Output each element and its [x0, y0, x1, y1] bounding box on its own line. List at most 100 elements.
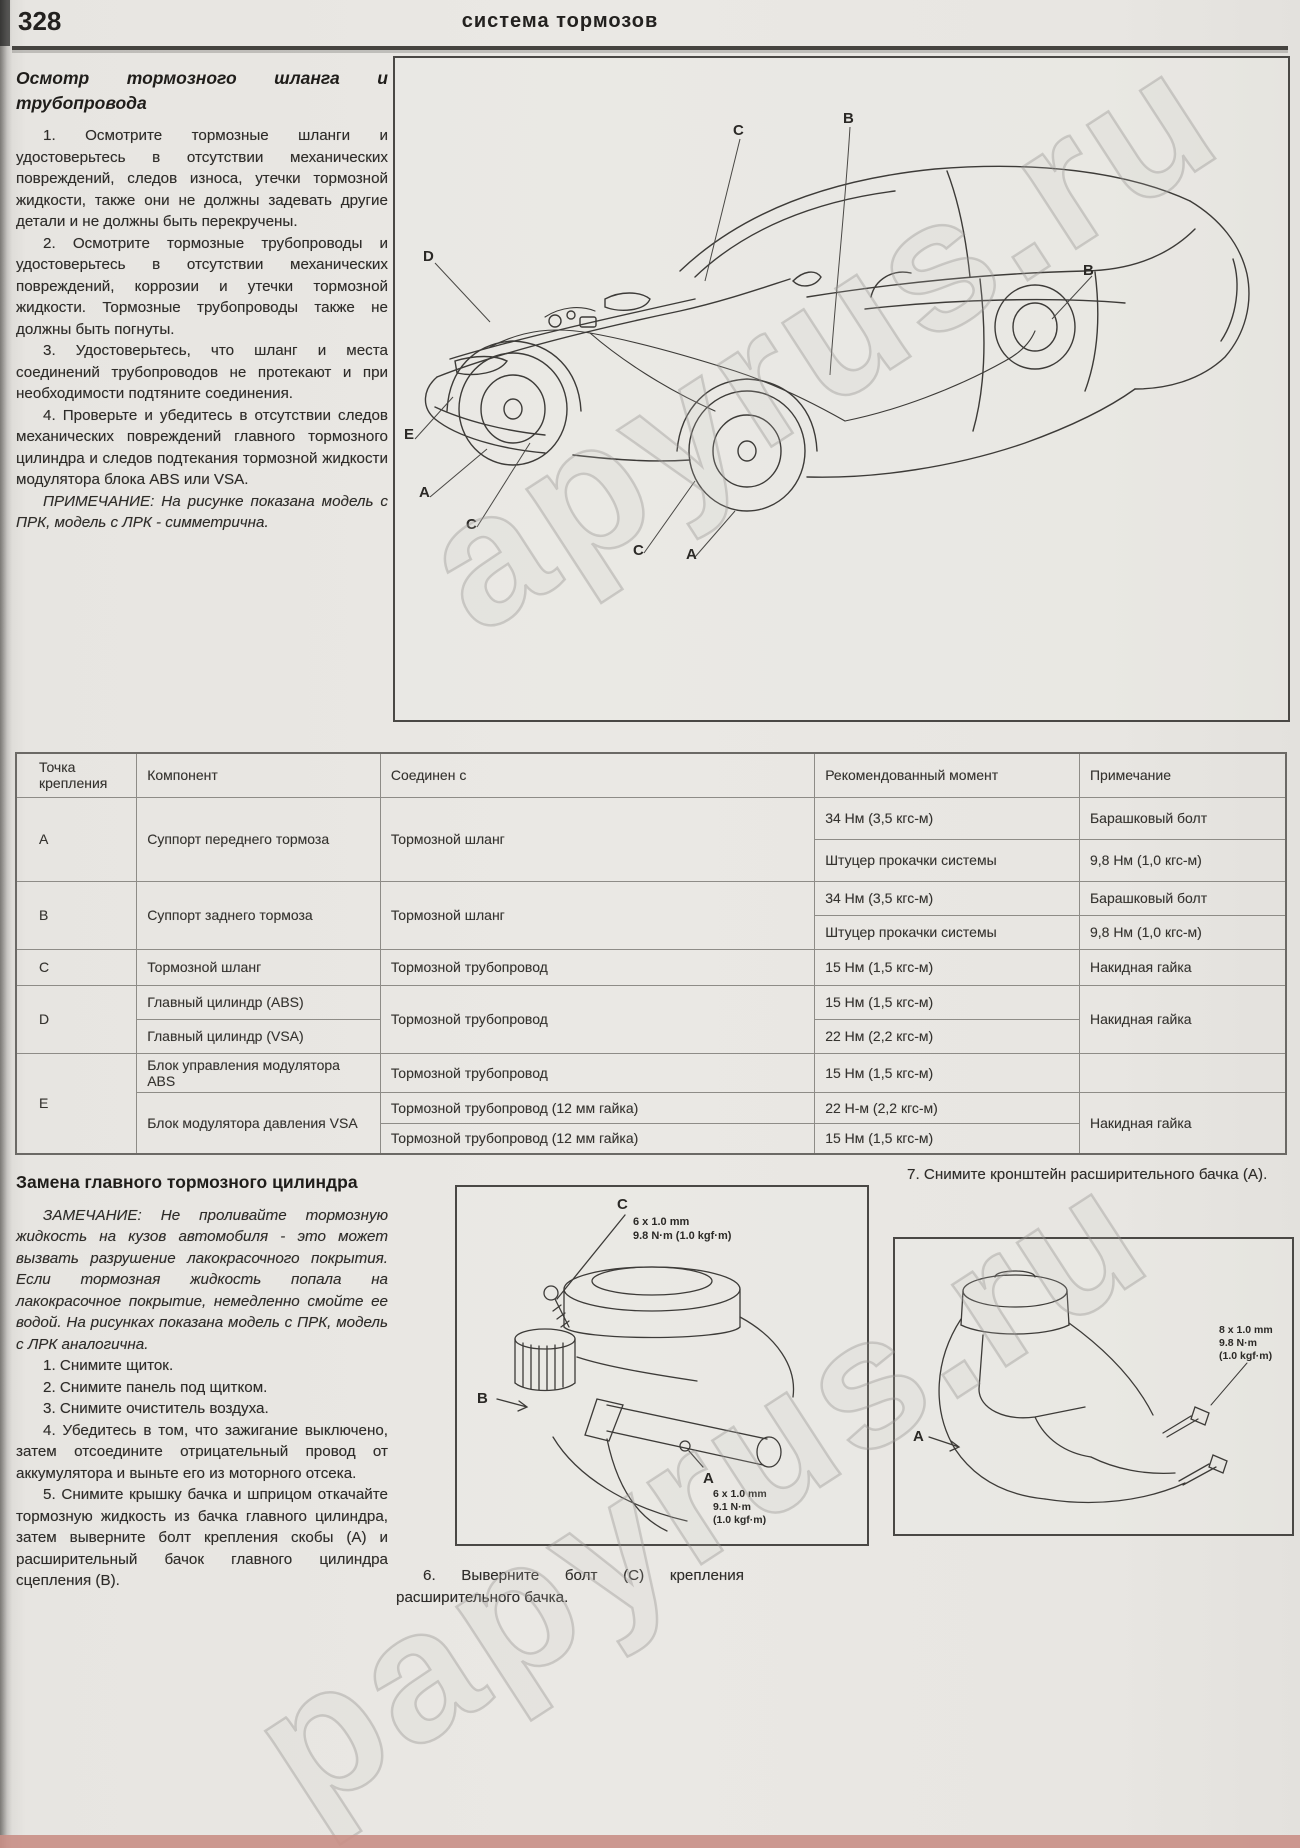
car-line-drawing: C B D E A C C A B — [404, 110, 1250, 563]
car-callout-c1: C — [733, 122, 744, 139]
cell-moment-d1: 15 Нм (1,5 кгс-м) — [814, 984, 1080, 1020]
table-row: Главный цилиндр (VSA) 22 Нм (2,2 кгс-м) — [16, 1018, 1286, 1054]
cell-component-c: Тормозной шланг — [136, 948, 381, 986]
mc-a-size: 6 x 1.0 mm — [713, 1488, 767, 1500]
cell-connected-b: Тормозной шланг — [379, 880, 816, 950]
inspection-note: ПРИМЕЧАНИЕ: На рисунке показана модель с… — [16, 492, 388, 532]
replacement-step-4: 4. Убедитесь в том, что зажигание выключ… — [16, 1421, 388, 1482]
cell-connected-e3: Тормозной трубопровод (12 мм гайка) — [379, 1122, 816, 1155]
replacement-step-1: 1. Снимите щиток. — [43, 1357, 174, 1374]
mc-callout-c: C — [617, 1196, 628, 1213]
cell-note-b2: 9,8 Нм (1,0 кгс-м) — [1078, 914, 1287, 950]
inspection-step-1: 1. Осмотрите тормозные шланги и удостове… — [16, 127, 388, 230]
header-point: Точка крепления — [15, 752, 138, 798]
res-bolt-size: 8 x 1.0 mm — [1219, 1324, 1273, 1336]
cell-moment-c: 15 Нм (1,5 кгс-м) — [814, 948, 1080, 986]
cell-note-a1: Барашковый болт — [1078, 796, 1287, 840]
table-row: B Суппорт заднего тормоза Тормозной шлан… — [15, 880, 1287, 950]
table-row: C Тормозной шланг Тормозной трубопровод … — [15, 948, 1287, 986]
scan-edge-left — [0, 0, 12, 1848]
page-title: система тормозов — [461, 10, 659, 32]
cell-component-e1: Блок управления модулятора ABS — [136, 1052, 381, 1093]
car-brake-layout-figure: C B D E A C C A B — [393, 56, 1290, 722]
cell-component-d1: Главный цилиндр (ABS) — [136, 984, 381, 1020]
cell-connected-e1: Тормозной трубопровод — [379, 1052, 816, 1093]
cell-note-c: Накидная гайка — [1078, 948, 1287, 986]
cell-connected-d: Тормозной трубопровод — [379, 984, 816, 1054]
replacement-step-3: 3. Снимите очиститель воздуха. — [43, 1400, 269, 1417]
table-row: D Главный цилиндр (ABS) Тормозной трубоп… — [15, 984, 1287, 1054]
header-note: Примечание — [1078, 752, 1287, 798]
scan-corner-mark — [0, 0, 10, 46]
table-row: A Суппорт переднего тормоза Тормозной шл… — [15, 796, 1287, 882]
cell-note-e1 — [1078, 1052, 1287, 1093]
res-callout-a: A — [913, 1428, 924, 1445]
mc-callout-a: A — [703, 1470, 714, 1487]
figure7-caption: 7. Снимите кронштейн расширительного бач… — [907, 1166, 1268, 1183]
mc-a-torque: 9.1 N·m — [713, 1501, 751, 1513]
torque-table: Точка крепления Компонент Соединен с Рек… — [15, 752, 1287, 1155]
cell-point-e: E — [15, 1052, 138, 1155]
replacement-section: Замена главного тормозного цилиндра ЗАМЕ… — [16, 1170, 388, 1592]
table-row: E Блок управления модулятора ABS Тормозн… — [15, 1052, 1287, 1155]
replacement-step-2: 2. Снимите панель под щитком. — [43, 1378, 268, 1396]
cell-moment-d2: 22 Нм (2,2 кгс-м) — [814, 1018, 1080, 1054]
figure6-caption: 6. Выверните болт (С) крепления расширит… — [396, 1567, 744, 1606]
page-number: 328 — [18, 6, 62, 36]
cell-note-e2: Накидная гайка — [1078, 1091, 1287, 1155]
cell-connected-c: Тормозной трубопровод — [379, 948, 816, 986]
cell-component-e2: Блок модулятора давления VSA — [136, 1091, 381, 1155]
cell-component-a: Суппорт переднего тормоза — [136, 796, 381, 882]
mc-callout-b: B — [477, 1390, 488, 1407]
mc-a-kgf: (1.0 kgf·m) — [713, 1514, 766, 1526]
cell-point-a: A — [15, 796, 138, 882]
table-row: Тормозной трубопровод (12 мм гайка) 15 Н… — [16, 1122, 1286, 1155]
table-row: Штуцер прокачки системы 9,8 Нм (1,0 кгс-… — [16, 838, 1287, 882]
mc-bolt-torque: 9.8 N·m (1.0 kgf·m) — [633, 1230, 732, 1242]
replacement-step-5: 5. Снимите крышку бачка и шприцом откача… — [16, 1486, 388, 1589]
cell-connected-a: Тормозной шланг — [379, 796, 816, 882]
res-bolt-kgf: (1.0 kgf·m) — [1219, 1350, 1272, 1362]
inspection-step-2: 2. Осмотрите тормозные трубопроводы и уд… — [16, 234, 388, 338]
cell-moment-e2: 22 Н-м (2,2 кгс-м) — [814, 1091, 1080, 1124]
inspection-step-3: 3. Удостоверьтесь, что шланг и места сое… — [16, 342, 388, 402]
cell-moment-a1: 34 Нм (3,5 кгс-м) — [814, 796, 1080, 840]
cell-note-b1: Барашковый болт — [1078, 880, 1287, 916]
car-callout-b2: B — [1083, 262, 1094, 279]
car-callout-b1: B — [843, 110, 854, 127]
cell-moment-e3: 15 Нм (1,5 кгс-м) — [814, 1122, 1080, 1155]
cell-note-d: Накидная гайка — [1078, 984, 1287, 1054]
car-callout-c3: C — [633, 542, 644, 559]
replacement-note: ЗАМЕЧАНИЕ: Не проливайте тормозную жидко… — [16, 1206, 388, 1353]
table-row: Штуцер прокачки системы 9,8 Нм (1,0 кгс-… — [16, 914, 1287, 950]
cell-component-b: Суппорт заднего тормоза — [136, 880, 381, 950]
car-callout-a2: A — [686, 546, 697, 563]
inspection-section: Осмотр тормозного шланга и трубопровода … — [16, 66, 388, 534]
master-cylinder-drawing: C 6 x 1.0 mm 9.8 N·m (1.0 kgf·m) B A 6 x… — [477, 1196, 795, 1532]
header-component: Компонент — [136, 752, 381, 798]
scan-edge-bottom — [0, 1835, 1300, 1848]
table-row: Блок модулятора давления VSA Тормозной т… — [16, 1091, 1287, 1155]
car-callout-a1: A — [419, 484, 430, 501]
cell-note-a2: 9,8 Нм (1,0 кгс-м) — [1078, 838, 1287, 882]
header-connected: Соединен с — [379, 752, 816, 798]
cell-point-b: B — [15, 880, 138, 950]
master-cylinder-figure: C 6 x 1.0 mm 9.8 N·m (1.0 kgf·m) B A 6 x… — [455, 1185, 869, 1546]
cell-point-d: D — [15, 984, 138, 1054]
car-callout-d: D — [423, 248, 434, 265]
inspection-step-4: 4. Проверьте и убедитесь в отсутствии сл… — [16, 406, 388, 489]
header-moment: Рекомендованный момент — [814, 752, 1080, 798]
car-callout-c2: C — [466, 516, 477, 533]
car-callout-e: E — [404, 426, 414, 443]
reservoir-bracket-figure: A 8 x 1.0 mm 9.8 N·m (1.0 kgf·m) — [893, 1237, 1294, 1536]
cell-connected-e2: Тормозной трубопровод (12 мм гайка) — [379, 1091, 816, 1124]
cell-component-d2: Главный цилиндр (VSA) — [136, 1018, 381, 1054]
torque-table-header-row: Точка крепления Компонент Соединен с Рек… — [15, 752, 1287, 798]
cell-moment-b2: Штуцер прокачки системы — [814, 914, 1080, 950]
header-rule — [12, 46, 1288, 50]
replacement-heading: Замена главного тормозного цилиндра — [16, 1172, 358, 1192]
reservoir-bracket-drawing: A 8 x 1.0 mm 9.8 N·m (1.0 kgf·m) — [913, 1270, 1273, 1504]
cell-point-c: C — [15, 948, 138, 986]
cell-moment-a2: Штуцер прокачки системы — [814, 838, 1080, 882]
